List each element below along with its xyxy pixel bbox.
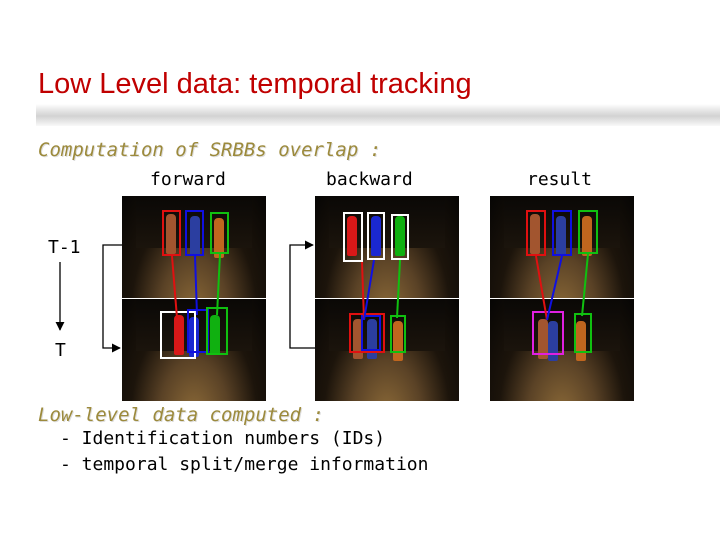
person-figure (538, 319, 548, 359)
frame-result-current (490, 299, 634, 401)
result-link-green (581, 253, 589, 317)
forward-bracket-arrow (102, 244, 122, 353)
frame-backward-previous (315, 196, 459, 298)
person-figure (214, 218, 224, 258)
person-figure (347, 216, 357, 256)
tracking-box-white (391, 214, 409, 260)
person-figure (210, 315, 220, 355)
person-figure (395, 216, 405, 256)
result-link-red (535, 255, 548, 321)
tracking-box-white (367, 212, 385, 260)
backward-link-blue (363, 259, 375, 321)
note-item: - Identification numbers (IDs) (60, 428, 386, 449)
tracking-box-white (160, 311, 196, 359)
tracking-box-blue (185, 210, 204, 256)
forward-link-red (171, 255, 178, 319)
person-figure (166, 214, 176, 254)
person-figure (190, 216, 200, 256)
result-link-blue (546, 255, 563, 321)
frame-backward-current (315, 299, 459, 401)
forward-link-green (216, 253, 221, 316)
forward-link-blue (194, 255, 198, 316)
column-label-forward: forward (150, 169, 226, 190)
frame-result-previous (490, 196, 634, 298)
tracking-box-white (343, 212, 363, 262)
person-figure (174, 315, 184, 355)
person-figure (582, 216, 592, 256)
person-figure (548, 321, 558, 361)
tracking-box-green (210, 212, 229, 254)
slide-title: Low Level data: temporal tracking (38, 68, 472, 100)
person-figure (556, 216, 566, 256)
person-figure (576, 321, 586, 361)
column-label-backward: backward (326, 169, 413, 190)
person-figure (353, 319, 363, 359)
tracking-box-blue (361, 315, 381, 351)
tracking-box-red (349, 313, 385, 353)
time-label-current: T (55, 340, 66, 361)
tracking-box-red (162, 210, 181, 256)
section-heading: Computation of SRBBs overlap : (38, 139, 382, 161)
person-figure (393, 321, 403, 361)
frame-forward-current (122, 299, 266, 401)
backward-bracket-arrow (289, 240, 315, 349)
person-figure (530, 214, 540, 254)
person-figure (371, 216, 381, 256)
title-underline (36, 104, 720, 126)
notes-block: Low-level data computed : - Identificati… (38, 404, 428, 478)
tracking-box-blue (187, 309, 209, 353)
backward-link-red (361, 261, 365, 321)
tracking-box-blue (552, 210, 572, 256)
time-label-previous: T-1 (48, 237, 81, 258)
notes-heading: Low-level data computed : (38, 404, 324, 426)
tracking-box-green (578, 210, 598, 254)
tracking-box-red (526, 210, 546, 256)
column-label-result: result (527, 169, 593, 190)
note-item: - temporal split/merge information (60, 454, 429, 475)
person-figure (367, 319, 377, 359)
backward-link-green (396, 259, 401, 319)
frame-forward-previous (122, 196, 266, 298)
